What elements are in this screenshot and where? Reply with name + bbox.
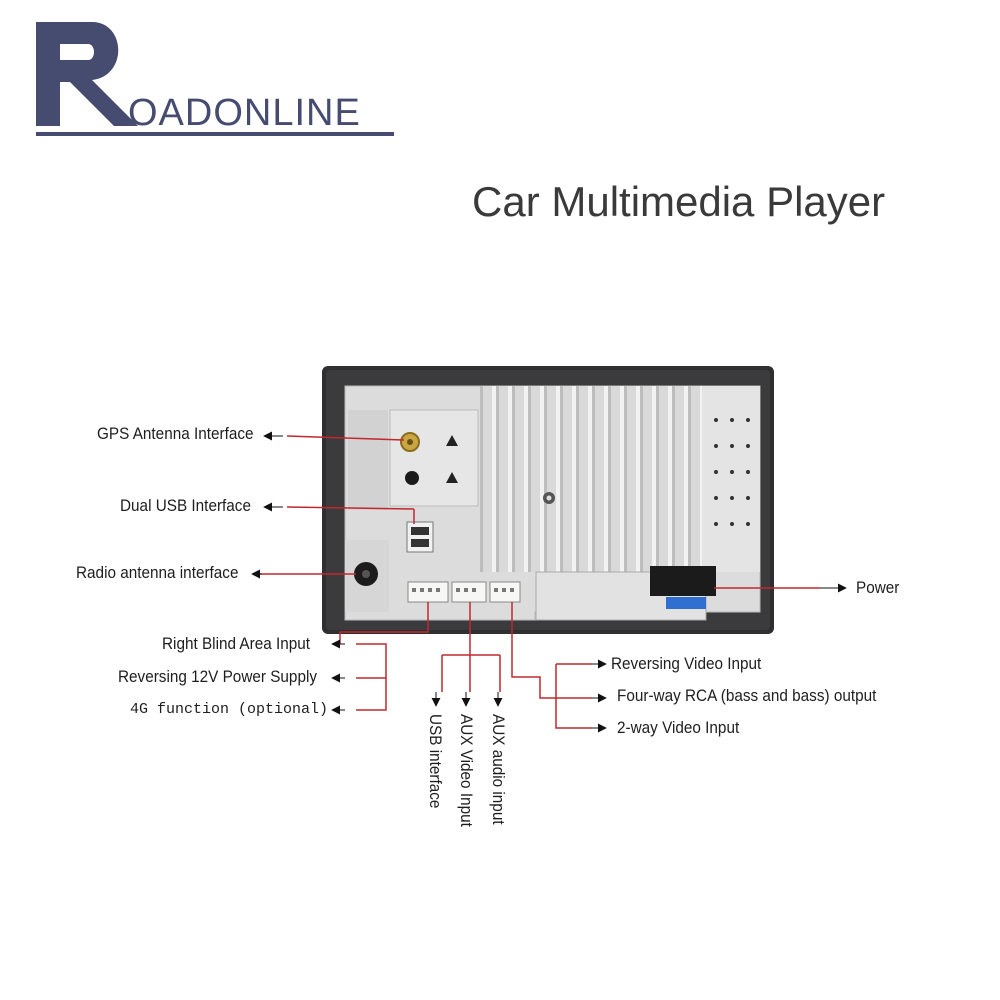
label-power: Power — [856, 578, 900, 597]
logo-underline — [36, 132, 394, 136]
label-4g-function: 4G function (optional) — [130, 701, 329, 718]
power-connector — [650, 566, 716, 596]
label-dual-usb: Dual USB Interface — [120, 496, 251, 515]
harness-connector-2 — [451, 581, 487, 603]
usb-connector — [406, 521, 434, 553]
label-rca-output: Four-way RCA (bass and bass) output — [617, 686, 877, 705]
label-2way-video: 2-way Video Input — [617, 718, 740, 737]
logo-text: OADONLINE — [128, 92, 361, 134]
label-radio-antenna: Radio antenna interface — [76, 563, 239, 582]
heatsink — [480, 386, 702, 572]
logo-r-mark — [36, 22, 138, 126]
label-reversing-12v: Reversing 12V Power Supply — [118, 667, 318, 686]
label-right-blind-area: Right Blind Area Input — [162, 634, 311, 653]
label-aux-video: AUX Video Input — [457, 714, 476, 827]
label-usb-interface: USB interface — [426, 714, 445, 809]
label-aux-audio: AUX audio input — [489, 714, 508, 825]
page-title: Car Multimedia Player — [472, 178, 886, 225]
label-reversing-video: Reversing Video Input — [611, 654, 762, 673]
label-gps-antenna: GPS Antenna Interface — [97, 424, 254, 443]
